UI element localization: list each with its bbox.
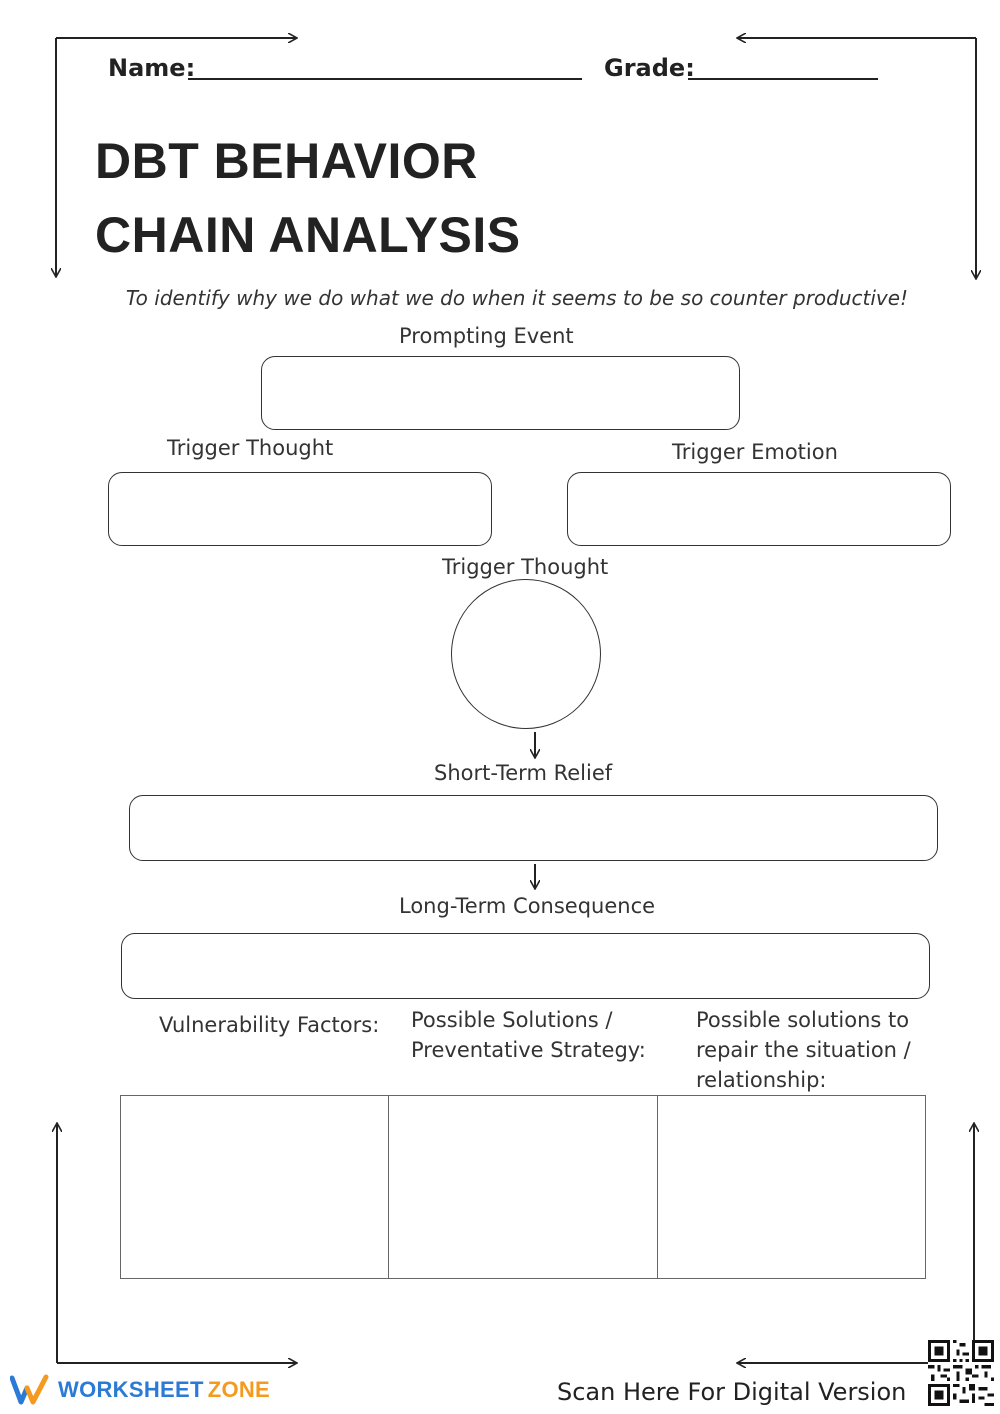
repair-solutions-label-line-2: repair the situation / — [696, 1038, 911, 1062]
brand-name-part-1: WORKSHEET — [58, 1377, 204, 1402]
grade-field[interactable] — [688, 78, 878, 80]
trigger-emotion-label: Trigger Emotion — [672, 440, 838, 464]
brand-name-part-2: ZONE — [207, 1377, 271, 1402]
name-label: Name: — [108, 54, 196, 82]
grade-label: Grade: — [604, 54, 695, 82]
repair-situation-cell[interactable] — [658, 1096, 925, 1278]
top-left-bracket-arrow — [56, 38, 296, 276]
long-term-consequence-label: Long-Term Consequence — [399, 894, 656, 918]
vulnerability-factors-cell[interactable] — [121, 1096, 390, 1278]
bottom-left-bracket-arrow — [57, 1124, 296, 1363]
short-term-relief-label: Short-Term Relief — [434, 761, 613, 785]
prompting-event-label: Prompting Event — [399, 324, 574, 348]
short-term-relief-box[interactable] — [129, 795, 938, 861]
subtitle: To identify why we do what we do when it… — [125, 286, 909, 310]
name-field[interactable] — [188, 78, 582, 80]
trigger-thought-circle[interactable] — [451, 579, 601, 729]
long-term-consequence-box[interactable] — [121, 933, 930, 999]
preventative-strategy-cell[interactable] — [389, 1096, 658, 1278]
repair-solutions-label-line-3: relationship: — [696, 1068, 827, 1092]
repair-solutions-label-line-1: Possible solutions to — [696, 1008, 910, 1032]
possible-solutions-label-line-2: Preventative Strategy: — [411, 1038, 646, 1062]
qr-code-icon[interactable] — [928, 1340, 994, 1406]
top-right-bracket-arrow — [738, 38, 976, 278]
answer-grid — [120, 1095, 926, 1279]
page-title-line-1: DBT BEHAVIOR — [95, 133, 478, 189]
possible-solutions-label-line-1: Possible Solutions / — [411, 1008, 613, 1032]
trigger-thought-box[interactable] — [108, 472, 492, 546]
trigger-thought-center-label: Trigger Thought — [442, 555, 609, 579]
trigger-thought-label: Trigger Thought — [167, 436, 334, 460]
prompting-event-box[interactable] — [261, 356, 740, 430]
worksheet-zone-logo-icon — [10, 1374, 49, 1405]
scan-instruction: Scan Here For Digital Version — [557, 1378, 907, 1406]
trigger-emotion-box[interactable] — [567, 472, 951, 546]
vulnerability-factors-label: Vulnerability Factors: — [159, 1013, 380, 1037]
page-title-line-2: CHAIN ANALYSIS — [95, 207, 521, 263]
